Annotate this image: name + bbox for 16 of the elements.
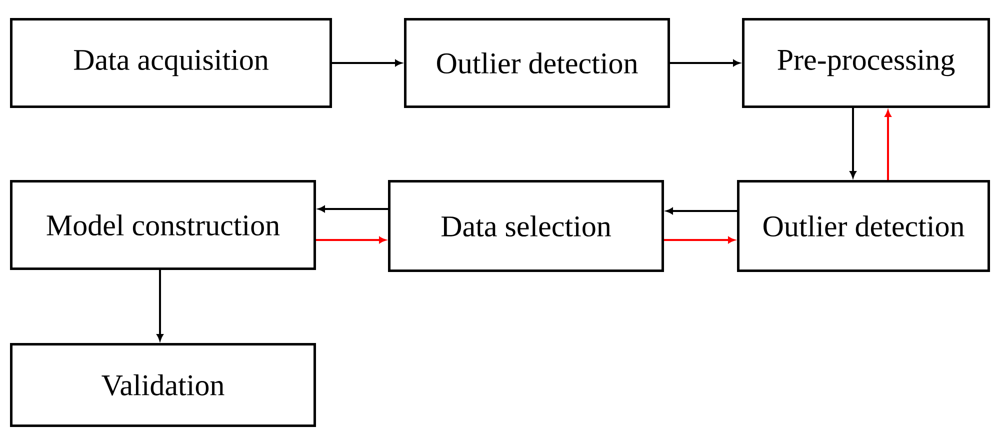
arrow: [316, 236, 386, 244]
process-box: Outlier detection: [737, 180, 990, 272]
process-box: Validation: [10, 343, 316, 427]
process-box: Data acquisition: [10, 18, 332, 108]
arrow: [318, 206, 388, 212]
arrow: [850, 108, 856, 178]
process-box: Pre-processing: [742, 18, 990, 108]
arrow: [670, 60, 740, 66]
process-box: Outlier detection: [404, 18, 670, 108]
arrow: [666, 208, 737, 214]
process-box: Model construction: [10, 180, 316, 270]
arrow: [156, 270, 164, 341]
arrow: [884, 110, 892, 180]
arrow: [332, 60, 402, 66]
process-box: Data selection: [388, 180, 664, 272]
arrow: [664, 236, 735, 244]
